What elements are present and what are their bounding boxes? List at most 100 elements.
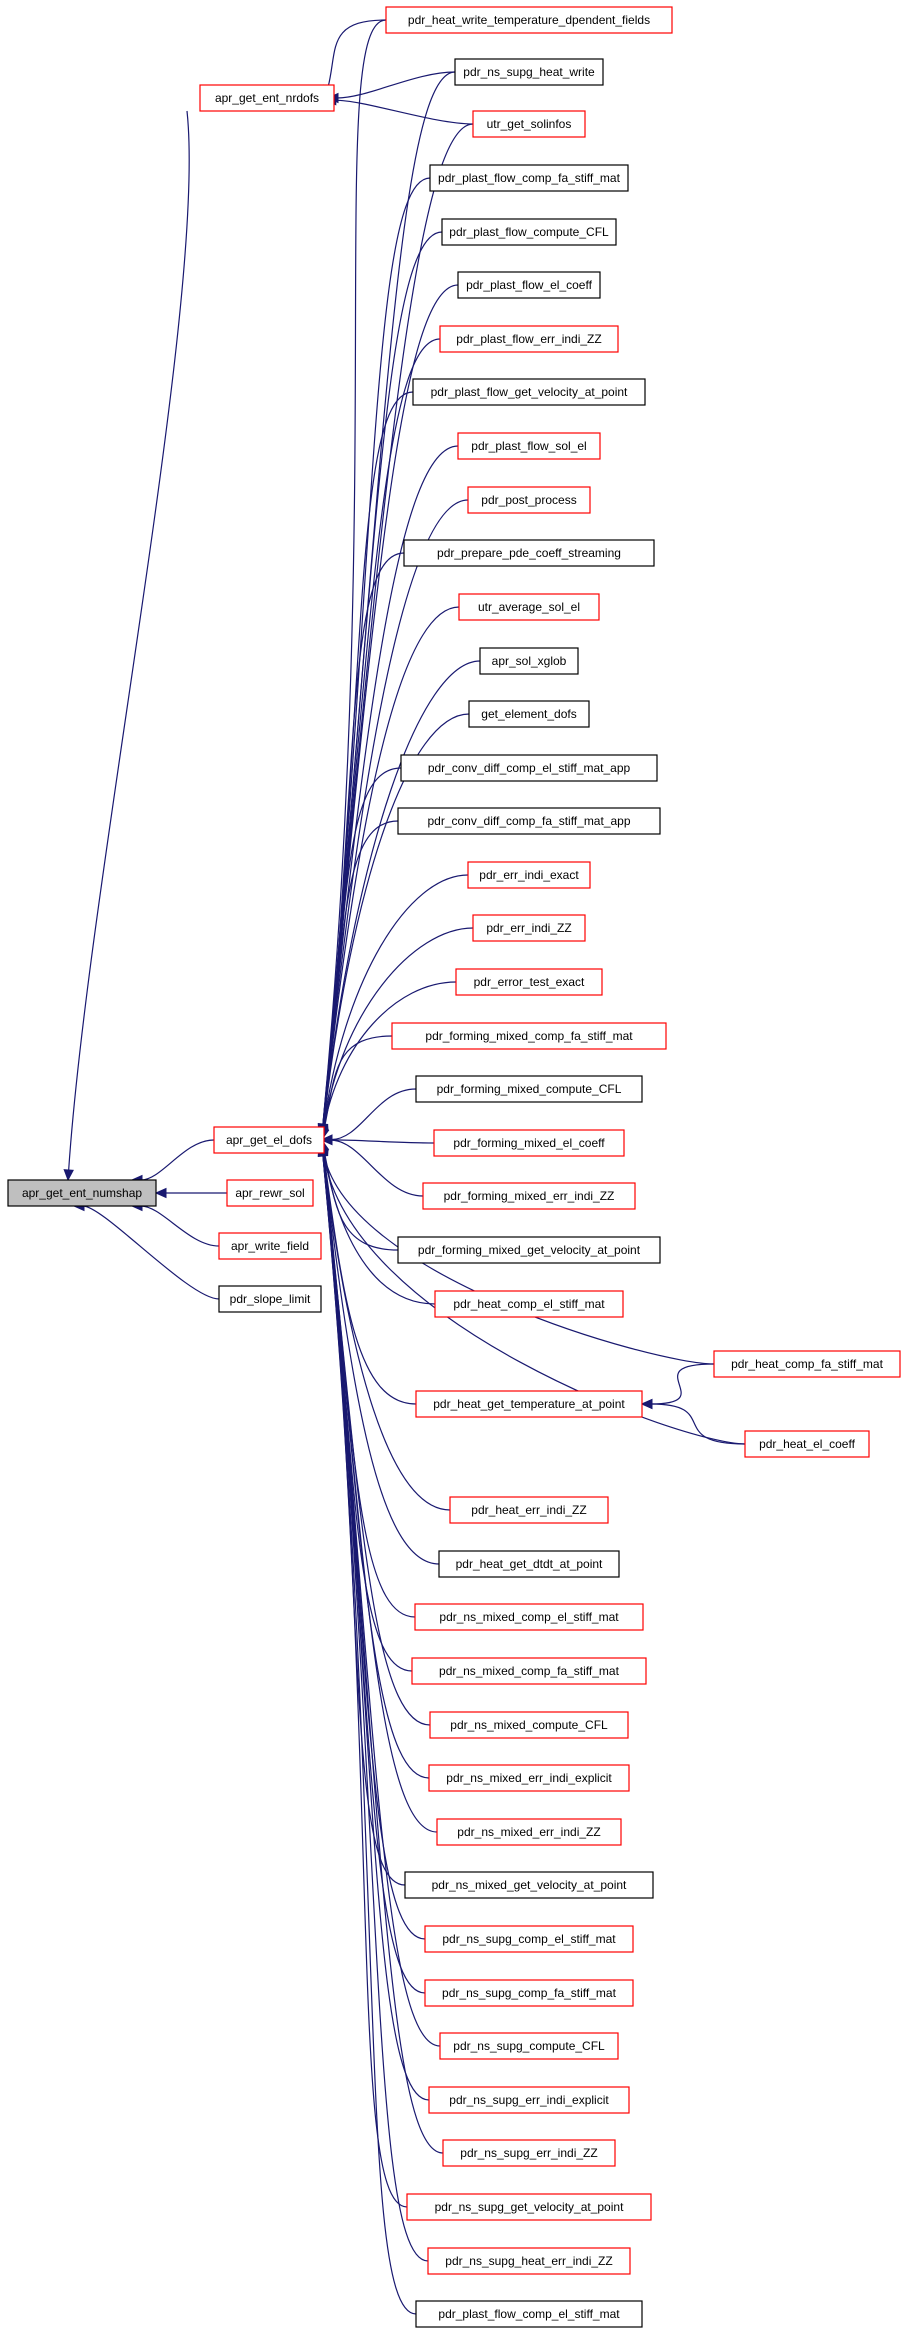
node-pdr-conv-diff-comp-fa-stiff-mat-app[interactable]: pdr_conv_diff_comp_fa_stiff_mat_app xyxy=(397,807,661,835)
node-pdr-err-indi-zz[interactable]: pdr_err_indi_ZZ xyxy=(472,914,586,942)
node-apr-get-ent-numshap[interactable]: apr_get_ent_numshap xyxy=(7,1179,157,1207)
edge-line xyxy=(82,1205,220,1300)
edge-nrdofs-to-root xyxy=(63,110,190,1182)
edge-arrowhead xyxy=(154,1187,167,1199)
node-pdr-plast-flow-get-velocity-at-point[interactable]: pdr_plast_flow_get_velocity_at_point xyxy=(412,378,646,406)
node-pdr-ns-mixed-get-velocity-at-point[interactable]: pdr_ns_mixed_get_velocity_at_point xyxy=(404,1871,654,1899)
edge-line xyxy=(322,1154,444,2154)
node-label: pdr_ns_supg_comp_el_stiff_mat xyxy=(442,1932,616,1946)
edge-rewr-to-root xyxy=(154,1187,227,1199)
edge-line xyxy=(140,1139,215,1181)
node-pdr-heat-el-coeff[interactable]: pdr_heat_el_coeff xyxy=(744,1430,870,1458)
edge-t2-to-eldofs xyxy=(317,123,474,1136)
node-utr-average-sol-el[interactable]: utr_average_sol_el xyxy=(458,593,600,621)
edge-line xyxy=(322,1150,440,1565)
node-label: pdr_ns_supg_heat_err_indi_ZZ xyxy=(445,2254,612,2268)
edge-line xyxy=(322,713,470,1129)
node-pdr-ns-mixed-comp-fa-stiff-mat[interactable]: pdr_ns_mixed_comp_fa_stiff_mat xyxy=(411,1657,647,1685)
node-pdr-forming-mixed-get-velocity-at-point[interactable]: pdr_forming_mixed_get_velocity_at_point xyxy=(397,1236,661,1264)
node-pdr-ns-supg-heat-err-indi-zz[interactable]: pdr_ns_supg_heat_err_indi_ZZ xyxy=(427,2247,631,2275)
node-pdr-plast-flow-compute-cfl[interactable]: pdr_plast_flow_compute_CFL xyxy=(441,218,617,246)
node-pdr-forming-mixed-compute-cfl[interactable]: pdr_forming_mixed_compute_CFL xyxy=(415,1075,643,1103)
node-pdr-heat-get-dtdt-at-point[interactable]: pdr_heat_get_dtdt_at_point xyxy=(438,1550,620,1578)
node-pdr-err-indi-exact[interactable]: pdr_err_indi_exact xyxy=(467,861,591,889)
node-box xyxy=(434,1290,624,1318)
node-pdr-conv-diff-comp-el-stiff-mat-app[interactable]: pdr_conv_diff_comp_el_stiff_mat_app xyxy=(400,754,658,782)
node-label: pdr_ns_mixed_comp_fa_stiff_mat xyxy=(439,1664,620,1678)
node-pdr-ns-supg-heat-write[interactable]: pdr_ns_supg_heat_write xyxy=(454,58,604,86)
node-box xyxy=(397,1236,661,1264)
node-pdr-ns-supg-comp-fa-stiff-mat[interactable]: pdr_ns_supg_comp_fa_stiff_mat xyxy=(424,1979,634,2007)
node-get-element-dofs[interactable]: get_element_dofs xyxy=(468,700,590,728)
edge-t21-to-eldofs xyxy=(320,1134,435,1146)
edge-t2-to-nrdofs xyxy=(324,94,474,125)
node-label: pdr_ns_supg_err_indi_ZZ xyxy=(460,2146,597,2160)
edge-line xyxy=(322,338,441,1127)
node-pdr-heat-comp-fa-stiff-mat[interactable]: pdr_heat_comp_fa_stiff_mat xyxy=(713,1350,901,1378)
edge-line xyxy=(322,1150,451,1511)
edge-arrowhead xyxy=(320,1134,333,1146)
node-pdr-plast-flow-comp-el-stiff-mat[interactable]: pdr_plast_flow_comp_el_stiff_mat xyxy=(415,2300,643,2328)
edge-line xyxy=(322,1152,438,1833)
node-label: pdr_heat_err_indi_ZZ xyxy=(471,1503,586,1517)
node-label: apr_get_ent_nrdofs xyxy=(215,91,319,105)
node-pdr-slope-limit[interactable]: pdr_slope_limit xyxy=(218,1285,322,1313)
edge-line xyxy=(322,499,469,1128)
node-apr-sol-xglob[interactable]: apr_sol_xglob xyxy=(479,647,579,675)
node-apr-get-ent-nrdofs[interactable]: apr_get_ent_nrdofs xyxy=(199,84,335,112)
edge-t1-to-nrdofs xyxy=(326,71,456,104)
node-box xyxy=(428,2086,630,2114)
node-pdr-plast-flow-err-indi-zz[interactable]: pdr_plast_flow_err_indi_ZZ xyxy=(439,325,619,353)
node-label: pdr_conv_diff_comp_el_stiff_mat_app xyxy=(428,761,631,775)
node-box xyxy=(454,58,604,86)
node-pdr-forming-mixed-comp-fa-stiff-mat[interactable]: pdr_forming_mixed_comp_fa_stiff_mat xyxy=(391,1022,667,1050)
node-apr-write-field[interactable]: apr_write_field xyxy=(218,1232,322,1260)
node-apr-get-el-dofs[interactable]: apr_get_el_dofs xyxy=(213,1126,325,1154)
node-pdr-forming-mixed-err-indi-zz[interactable]: pdr_forming_mixed_err_indi_ZZ xyxy=(422,1182,636,1210)
edge-line xyxy=(336,71,456,99)
node-label: pdr_ns_mixed_get_velocity_at_point xyxy=(432,1878,627,1892)
node-pdr-ns-mixed-err-indi-explicit[interactable]: pdr_ns_mixed_err_indi_explicit xyxy=(428,1764,630,1792)
node-box xyxy=(429,164,629,192)
node-pdr-plast-flow-el-coeff[interactable]: pdr_plast_flow_el_coeff xyxy=(457,271,601,299)
edge-line xyxy=(650,1363,715,1405)
node-box xyxy=(433,1129,625,1157)
edge-line xyxy=(322,1151,413,1672)
node-pdr-ns-supg-comp-el-stiff-mat[interactable]: pdr_ns_supg_comp_el_stiff_mat xyxy=(424,1925,634,1953)
node-pdr-heat-write-temperature-dpendent-fields[interactable]: pdr_heat_write_temperature_dpendent_fiel… xyxy=(385,6,673,34)
node-pdr-plast-flow-comp-fa-stiff-mat[interactable]: pdr_plast_flow_comp_fa_stiff_mat xyxy=(429,164,629,192)
node-pdr-error-test-exact[interactable]: pdr_error_test_exact xyxy=(455,968,603,996)
node-pdr-heat-get-temperature-at-point[interactable]: pdr_heat_get_temperature_at_point xyxy=(415,1390,643,1418)
node-label: pdr_forming_mixed_el_coeff xyxy=(453,1136,605,1150)
node-pdr-prepare-pde-coeff-streaming[interactable]: pdr_prepare_pde_coeff_streaming xyxy=(403,539,655,567)
node-pdr-ns-mixed-comp-el-stiff-mat[interactable]: pdr_ns_mixed_comp_el_stiff_mat xyxy=(414,1603,644,1631)
node-apr-rewr-sol[interactable]: apr_rewr_sol xyxy=(226,1179,314,1207)
node-label: utr_get_solinfos xyxy=(487,117,572,131)
edge-line xyxy=(323,1035,393,1131)
node-pdr-ns-supg-compute-cfl[interactable]: pdr_ns_supg_compute_CFL xyxy=(439,2032,619,2060)
node-pdr-plast-flow-sol-el[interactable]: pdr_plast_flow_sol_el xyxy=(457,432,601,460)
edge-arrowhead xyxy=(63,1169,74,1182)
node-pdr-ns-mixed-err-indi-zz[interactable]: pdr_ns_mixed_err_indi_ZZ xyxy=(436,1818,622,1846)
node-pdr-heat-comp-el-stiff-mat[interactable]: pdr_heat_comp_el_stiff_mat xyxy=(434,1290,624,1318)
node-label: apr_write_field xyxy=(231,1239,309,1253)
node-label: pdr_err_indi_exact xyxy=(479,868,579,882)
node-pdr-ns-supg-err-indi-zz[interactable]: pdr_ns_supg_err_indi_ZZ xyxy=(442,2139,616,2167)
node-box xyxy=(457,432,601,460)
node-utr-get-solinfos[interactable]: utr_get_solinfos xyxy=(472,110,586,138)
node-pdr-ns-mixed-compute-cfl[interactable]: pdr_ns_mixed_compute_CFL xyxy=(429,1711,629,1739)
node-pdr-post-process[interactable]: pdr_post_process xyxy=(467,486,591,514)
edge-eldofs-to-root xyxy=(130,1139,215,1186)
node-box xyxy=(428,1764,630,1792)
node-box xyxy=(744,1430,870,1458)
node-box xyxy=(415,1390,643,1418)
node-pdr-forming-mixed-el-coeff[interactable]: pdr_forming_mixed_el_coeff xyxy=(433,1129,625,1157)
node-box xyxy=(468,700,590,728)
node-box xyxy=(218,1285,322,1313)
node-pdr-heat-err-indi-zz[interactable]: pdr_heat_err_indi_ZZ xyxy=(449,1496,609,1524)
edge-t6-to-eldofs xyxy=(317,338,441,1137)
node-pdr-ns-supg-err-indi-explicit[interactable]: pdr_ns_supg_err_indi_explicit xyxy=(428,2086,630,2114)
node-pdr-ns-supg-get-velocity-at-point[interactable]: pdr_ns_supg_get_velocity_at_point xyxy=(406,2193,652,2221)
node-box xyxy=(404,1871,654,1899)
